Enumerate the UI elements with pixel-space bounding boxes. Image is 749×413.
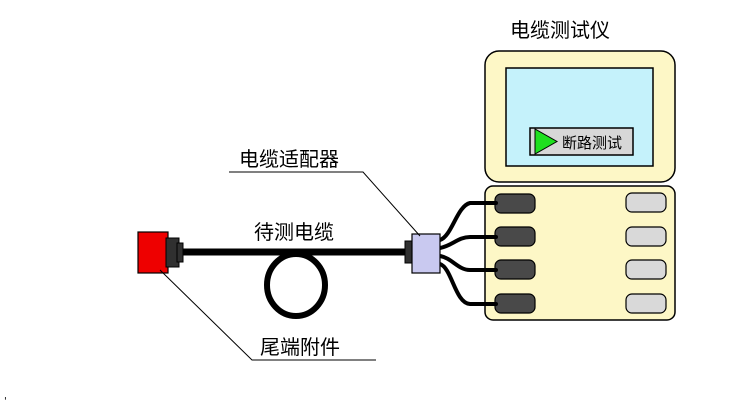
right-port-4 [625, 293, 667, 314]
left-port-4 [494, 293, 536, 314]
terminator-plug [137, 231, 169, 274]
wire-2 [438, 235, 498, 250]
adapter-leader [229, 171, 421, 237]
play-triangle-icon [534, 128, 559, 155]
tester-port-panel [484, 185, 676, 321]
wire-4 [438, 262, 498, 306]
test-button[interactable]: 断路测试 [529, 127, 634, 156]
terminator-label: 尾端附件 [260, 335, 340, 359]
wire-1 [438, 201, 498, 242]
cable-coil-loop [264, 251, 328, 319]
right-port-2 [625, 226, 667, 247]
right-port-3 [625, 259, 667, 280]
terminator-leader [159, 269, 376, 361]
adapter-wires [438, 201, 498, 306]
tester-title: 电缆测试仪 [510, 18, 610, 42]
terminator-collar [176, 242, 184, 263]
right-port-1 [625, 192, 667, 213]
test-button-label: 断路测试 [562, 134, 622, 152]
left-port-1 [494, 193, 536, 214]
leader-lines [159, 171, 421, 361]
adapter-label: 电缆适配器 [239, 147, 339, 171]
adapter-body [411, 233, 441, 274]
cable-label: 待测电缆 [254, 220, 334, 244]
wire-3 [438, 254, 498, 272]
corner-mark: ' [4, 396, 7, 407]
left-port-2 [494, 226, 536, 247]
left-port-3 [494, 259, 536, 280]
